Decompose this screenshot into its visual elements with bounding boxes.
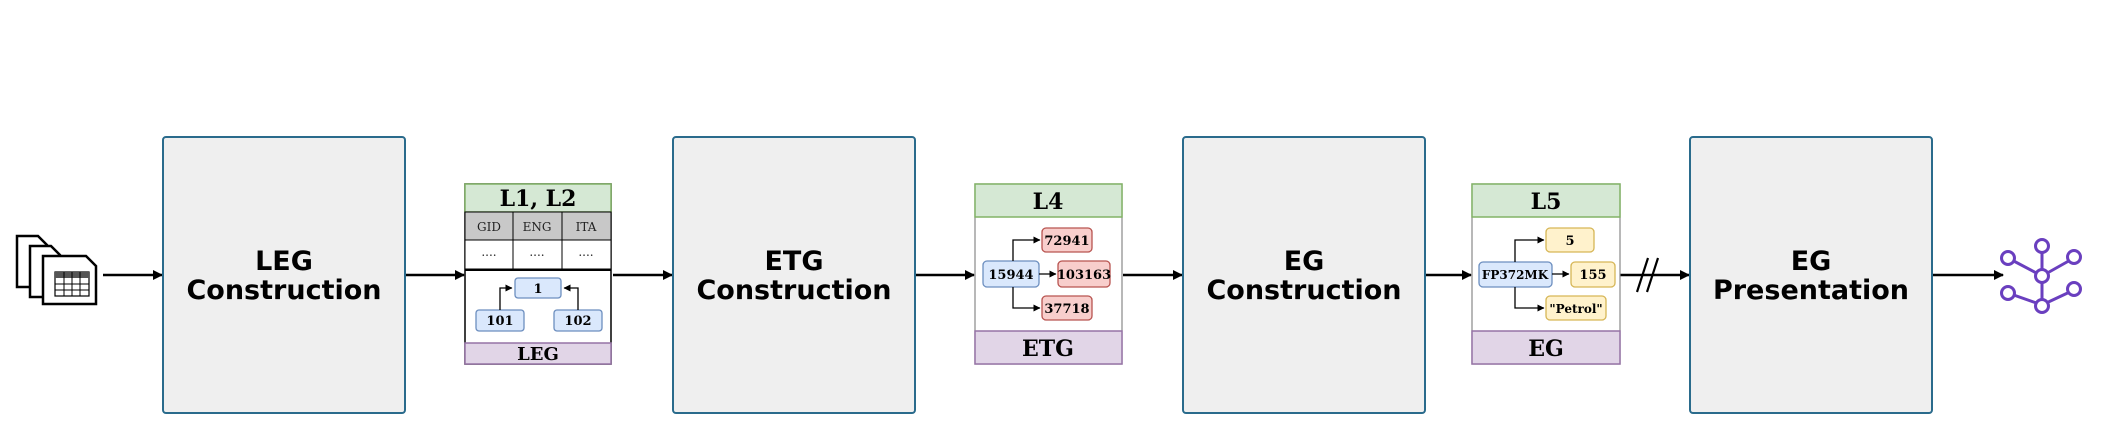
break-mark: [1635, 257, 1660, 293]
etg-node-middle: 103163: [1057, 268, 1111, 283]
cell-eng: ....: [529, 245, 544, 259]
stage-leg-line2: Construction: [186, 275, 381, 306]
stage-etg-line1: ETG: [764, 246, 823, 277]
leg-node-root: 1: [533, 282, 542, 297]
card-eg: L5 FP372MK 5 155 "Petrol" EG: [1471, 183, 1621, 365]
eg-node-top: 5: [1565, 234, 1574, 249]
etg-node-bottom: 37718: [1044, 302, 1089, 317]
column-eng: ENG: [523, 220, 552, 234]
card-leg-header: L1, L2: [500, 186, 577, 212]
cell-ita: ....: [578, 245, 593, 259]
stage-leg-line1: LEG: [255, 246, 313, 277]
eg-node-source: FP372MK: [1482, 268, 1549, 282]
etg-node-source: 15944: [988, 268, 1033, 283]
card-eg-footer: EG: [1528, 336, 1564, 362]
card-eg-header: L5: [1531, 189, 1562, 215]
leg-node-left: 101: [486, 314, 513, 329]
etg-node-top: 72941: [1044, 234, 1089, 249]
eg-node-middle: 155: [1579, 268, 1606, 283]
stage-etg-construction: ETG Construction: [672, 136, 916, 414]
stage-presentation-line2: Presentation: [1713, 275, 1909, 306]
column-gid: GID: [477, 220, 501, 234]
column-ita: ITA: [576, 220, 597, 234]
stage-eg-line2: Construction: [1206, 275, 1401, 306]
stacked-documents-icon: [15, 234, 98, 306]
stage-leg-construction: LEG Construction: [162, 136, 406, 414]
stage-presentation-line1: EG: [1791, 246, 1832, 277]
graph-network-icon: [2000, 238, 2082, 314]
card-leg: L1, L2 GID ENG ITA .... .... .... 1 101 …: [464, 183, 612, 365]
cell-gid: ....: [481, 245, 496, 259]
eg-node-bottom: "Petrol": [1549, 302, 1602, 316]
stage-etg-line2: Construction: [696, 275, 891, 306]
card-etg-footer: ETG: [1022, 336, 1074, 362]
card-etg: L4 15944 72941 103163 37718 ETG: [974, 183, 1123, 365]
card-leg-footer: LEG: [517, 344, 559, 365]
stage-eg-construction: EG Construction: [1182, 136, 1426, 414]
leg-node-right: 102: [564, 314, 591, 329]
stage-eg-line1: EG: [1284, 246, 1325, 277]
stage-eg-presentation: EG Presentation: [1689, 136, 1933, 414]
card-etg-header: L4: [1033, 189, 1064, 215]
